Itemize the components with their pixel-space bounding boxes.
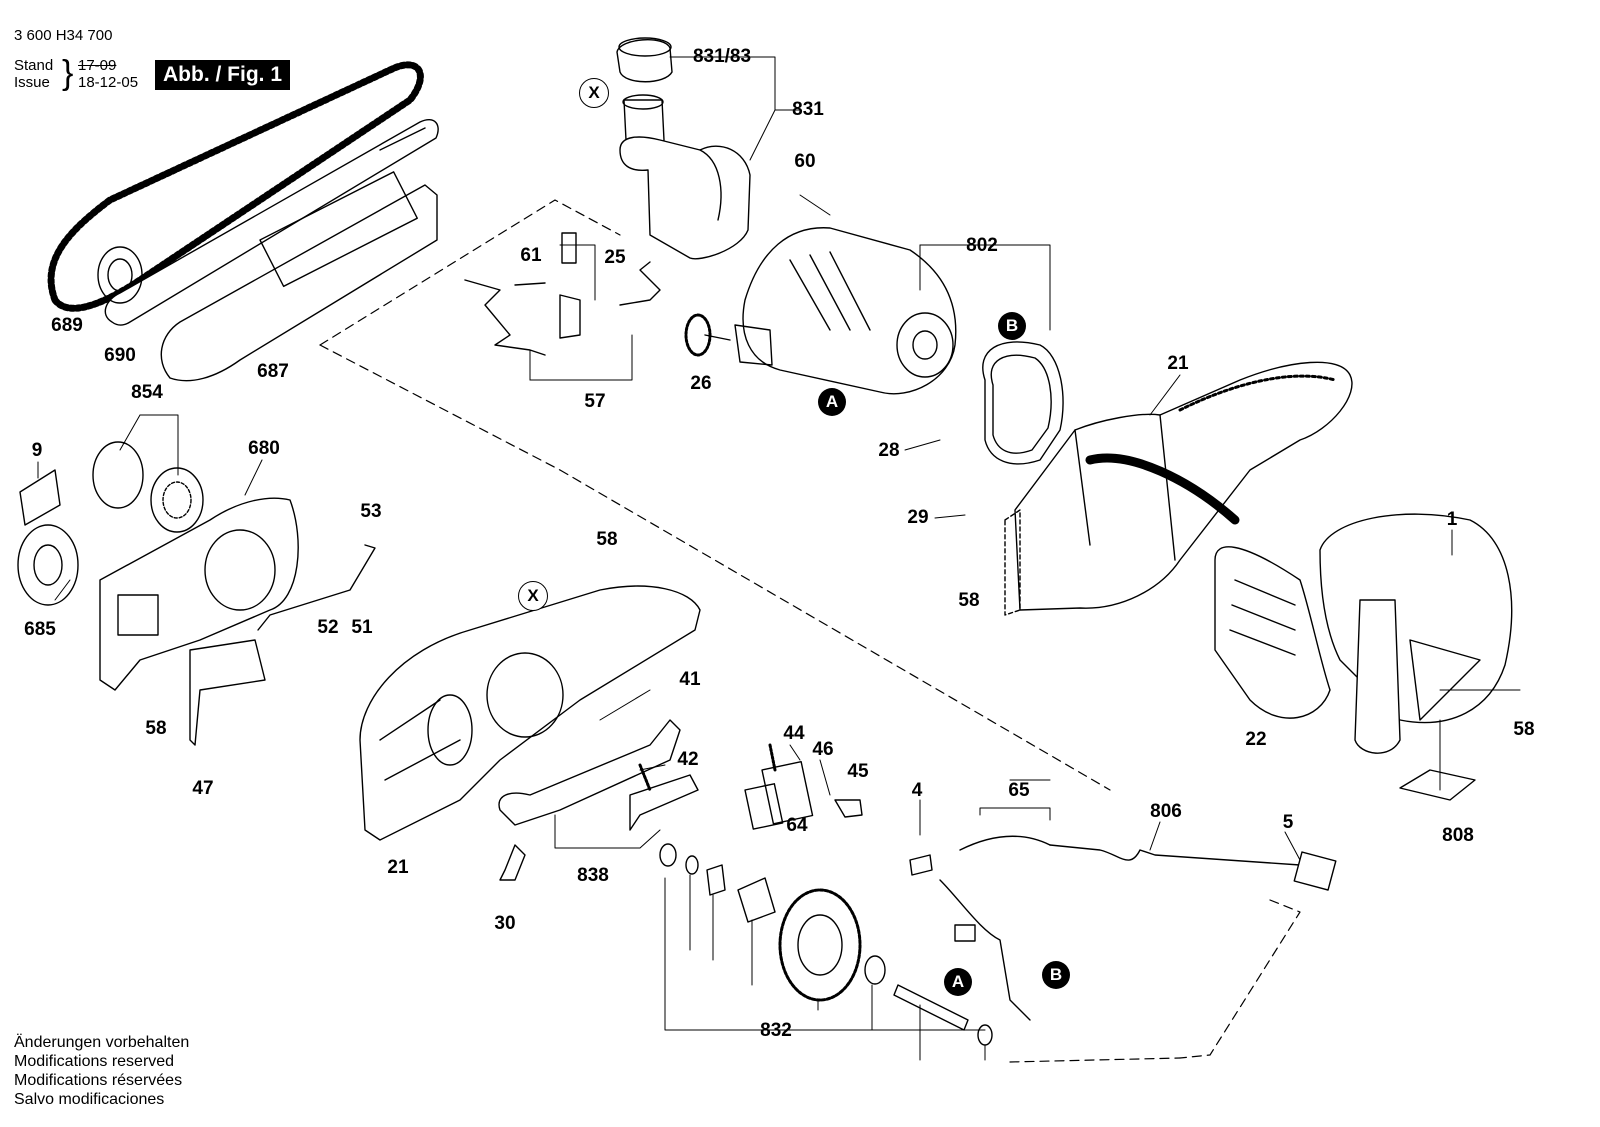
part-label-28: 28 bbox=[878, 440, 900, 461]
modification-notes: Änderungen vorbehalten Modifications res… bbox=[14, 1033, 189, 1109]
clip-30 bbox=[499, 844, 526, 881]
part-label-53: 53 bbox=[360, 501, 382, 522]
part-label-21-handle: 21 bbox=[1167, 353, 1189, 374]
part-label-61: 61 bbox=[520, 245, 542, 266]
issue-label: Issue bbox=[14, 74, 50, 91]
front-housing bbox=[1319, 513, 1513, 754]
part-label-4: 4 bbox=[911, 780, 923, 801]
part-label-46: 46 bbox=[812, 739, 834, 760]
part-label-685: 685 bbox=[24, 619, 56, 640]
guide-bar bbox=[104, 119, 439, 326]
part-label-838: 838 bbox=[577, 865, 609, 886]
side-cover bbox=[1214, 546, 1331, 719]
part-label-52: 52 bbox=[317, 617, 339, 638]
document-number: 3 600 H34 700 bbox=[14, 27, 113, 44]
motor-assembly bbox=[734, 227, 957, 395]
part-label-808: 808 bbox=[1442, 825, 1474, 846]
part-label-57: 57 bbox=[584, 391, 606, 412]
main-housing-left bbox=[359, 585, 701, 841]
part-label-9: 9 bbox=[31, 440, 43, 461]
part-label-44: 44 bbox=[783, 723, 805, 744]
label-9-shape bbox=[19, 469, 61, 526]
part-label-689: 689 bbox=[51, 315, 83, 336]
stand-value: 17-09 bbox=[78, 57, 117, 74]
part-label-58-front: 58 bbox=[1513, 719, 1535, 740]
marker-a-cable: A bbox=[944, 968, 972, 996]
part-label-22: 22 bbox=[1245, 729, 1267, 750]
part-label-64: 64 bbox=[786, 815, 808, 836]
part-label-5: 5 bbox=[1282, 812, 1294, 833]
part-label-60: 60 bbox=[794, 151, 816, 172]
label-808-shape bbox=[1399, 769, 1476, 801]
sprocket-cover bbox=[99, 497, 299, 691]
tension-lever bbox=[498, 719, 681, 826]
tension-spring-plate bbox=[629, 774, 699, 831]
note-es: Salvo modificaciones bbox=[14, 1091, 165, 1108]
marker-x-housing: X bbox=[518, 581, 548, 611]
part-label-854: 854 bbox=[131, 382, 163, 403]
part-label-802: 802 bbox=[966, 235, 998, 256]
marker-b-motor: B bbox=[998, 312, 1026, 340]
part-label-21-housing: 21 bbox=[387, 857, 409, 878]
part-label-25: 25 bbox=[604, 247, 626, 268]
note-de: Änderungen vorbehalten bbox=[14, 1034, 190, 1051]
part-label-58-cover: 58 bbox=[145, 718, 167, 739]
gear-train bbox=[659, 843, 993, 1046]
stand-label: Stand bbox=[14, 57, 54, 74]
marker-x-top: X bbox=[579, 78, 609, 108]
assembly-dash-lines bbox=[319, 199, 1301, 1063]
part-label-831-83: 831/83 bbox=[692, 46, 752, 67]
power-cable bbox=[909, 835, 1337, 1021]
part-label-29: 29 bbox=[907, 507, 929, 528]
marker-a-motor: A bbox=[818, 388, 846, 416]
figure-label: Abb. / Fig. 1 bbox=[155, 60, 290, 90]
note-en: Modifications reserved bbox=[14, 1053, 175, 1070]
part-label-687: 687 bbox=[257, 361, 289, 382]
brace-icon: } bbox=[62, 54, 74, 92]
part-label-30: 30 bbox=[494, 913, 516, 934]
callout-lines bbox=[37, 56, 1521, 1061]
part-label-832: 832 bbox=[760, 1020, 792, 1041]
part-label-42: 42 bbox=[677, 749, 699, 770]
bar-rod bbox=[257, 544, 376, 631]
bar-cover bbox=[160, 171, 438, 382]
oil-pump-parts bbox=[464, 232, 661, 356]
rear-handle-housing bbox=[1004, 361, 1353, 616]
part-label-831: 831 bbox=[792, 99, 824, 120]
oil-tank bbox=[616, 37, 751, 260]
housing-gasket bbox=[982, 341, 1064, 465]
part-label-45: 45 bbox=[847, 761, 869, 782]
part-label-26: 26 bbox=[690, 373, 712, 394]
issue-value: 18-12-05 bbox=[78, 74, 139, 91]
switch-parts bbox=[744, 743, 863, 830]
marker-b-cable: B bbox=[1042, 961, 1070, 989]
part-label-806: 806 bbox=[1150, 801, 1182, 822]
pinion-gear bbox=[684, 313, 731, 357]
part-label-1: 1 bbox=[1446, 509, 1458, 530]
part-label-51: 51 bbox=[351, 617, 373, 638]
part-label-58-housing: 58 bbox=[596, 529, 618, 550]
part-label-65: 65 bbox=[1008, 780, 1030, 801]
sprocket-wheels bbox=[17, 246, 204, 606]
part-label-58-handle: 58 bbox=[958, 590, 980, 611]
part-label-680: 680 bbox=[248, 438, 280, 459]
chain-catcher bbox=[189, 639, 266, 746]
saw-chain bbox=[47, 61, 424, 312]
part-label-41: 41 bbox=[679, 669, 701, 690]
part-label-47: 47 bbox=[192, 778, 214, 799]
note-fr: Modifications réservées bbox=[14, 1072, 183, 1089]
part-label-690: 690 bbox=[104, 345, 136, 366]
